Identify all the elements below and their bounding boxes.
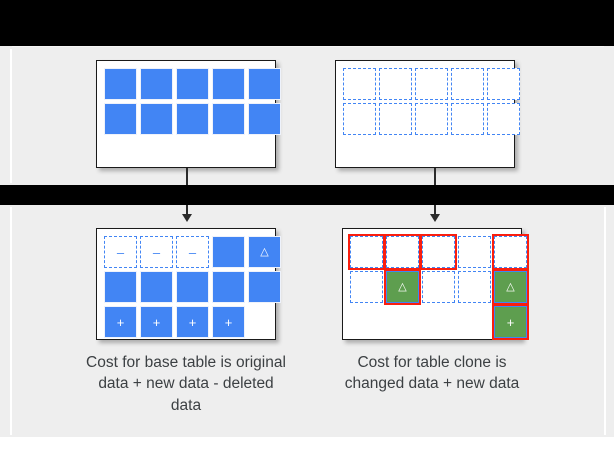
base-table-source-card xyxy=(96,60,281,168)
table-cell: – xyxy=(140,236,173,268)
table-cell xyxy=(458,236,491,268)
table-cell xyxy=(212,271,245,303)
table-cell xyxy=(415,68,448,100)
plus-icon: + xyxy=(116,314,125,330)
table-cell: + xyxy=(176,306,209,338)
table-cell xyxy=(248,68,281,100)
delta-icon: △ xyxy=(506,280,515,293)
bottom-edge xyxy=(0,437,614,449)
table-cell xyxy=(104,68,137,100)
table-cell: + xyxy=(104,306,137,338)
table-cell xyxy=(451,103,484,135)
table-cell: + xyxy=(140,306,173,338)
table-cell: △ xyxy=(384,269,421,305)
delta-icon: △ xyxy=(260,245,269,258)
minus-icon: – xyxy=(116,244,125,260)
plus-icon: + xyxy=(224,314,233,330)
caption-table-clone: Cost for table clone is changed data + n… xyxy=(344,354,520,393)
table-cell xyxy=(248,271,281,303)
table-cell: – xyxy=(104,236,137,268)
table-cell xyxy=(140,271,173,303)
clone-table-result-grid: △ △ + xyxy=(348,234,529,340)
table-cell xyxy=(379,68,412,100)
table-cell xyxy=(384,234,421,270)
clone-table-source-card xyxy=(335,60,520,168)
table-cell xyxy=(458,271,491,303)
table-cell xyxy=(422,306,455,338)
table-cell xyxy=(343,68,376,100)
table-cell xyxy=(176,103,209,135)
delta-icon: △ xyxy=(398,280,407,293)
table-cell xyxy=(451,68,484,100)
table-cell: △ xyxy=(248,236,281,268)
arrow-clone-head xyxy=(430,214,440,222)
middle-black-band xyxy=(0,185,614,205)
table-cell xyxy=(248,306,281,338)
table-cell xyxy=(348,234,385,270)
table-cell xyxy=(492,234,529,270)
table-cell: + xyxy=(492,304,529,340)
table-cell xyxy=(176,271,209,303)
right-edge-lower xyxy=(604,207,606,435)
table-cell xyxy=(350,306,383,338)
plus-icon: + xyxy=(506,314,515,330)
table-cell xyxy=(415,103,448,135)
table-cell xyxy=(104,103,137,135)
table-cell: – xyxy=(176,236,209,268)
table-cell xyxy=(140,68,173,100)
left-edge-upper xyxy=(10,49,12,183)
table-cell xyxy=(422,271,455,303)
table-cell xyxy=(176,68,209,100)
table-cell xyxy=(420,234,457,270)
table-cell xyxy=(487,68,520,100)
arrow-base-head xyxy=(182,214,192,222)
table-cell xyxy=(487,103,520,135)
table-cell xyxy=(379,103,412,135)
base-table-result-grid: – – – △ + + + + xyxy=(104,236,281,338)
minus-icon: – xyxy=(152,244,161,260)
clone-table-source-grid xyxy=(343,68,520,135)
base-table-result-card: – – – △ + + + + xyxy=(96,228,281,340)
table-cell xyxy=(140,103,173,135)
table-cell xyxy=(350,271,383,303)
table-cell xyxy=(212,236,245,268)
table-cell xyxy=(386,306,419,338)
table-cell: + xyxy=(212,306,245,338)
top-black-band xyxy=(0,0,614,46)
table-cell xyxy=(458,306,491,338)
top-hairline xyxy=(12,46,604,47)
table-cell xyxy=(248,103,281,135)
base-table-source-grid xyxy=(104,68,281,135)
plus-icon: + xyxy=(152,314,161,330)
plus-icon: + xyxy=(188,314,197,330)
table-cell xyxy=(343,103,376,135)
table-cell xyxy=(212,68,245,100)
table-cell: △ xyxy=(492,269,529,305)
minus-icon: – xyxy=(188,244,197,260)
caption-base-table: Cost for base table is original data + n… xyxy=(86,354,286,414)
table-cell xyxy=(212,103,245,135)
table-cell xyxy=(104,271,137,303)
left-edge-lower xyxy=(10,207,12,435)
clone-table-result-card: △ △ + xyxy=(342,228,529,340)
